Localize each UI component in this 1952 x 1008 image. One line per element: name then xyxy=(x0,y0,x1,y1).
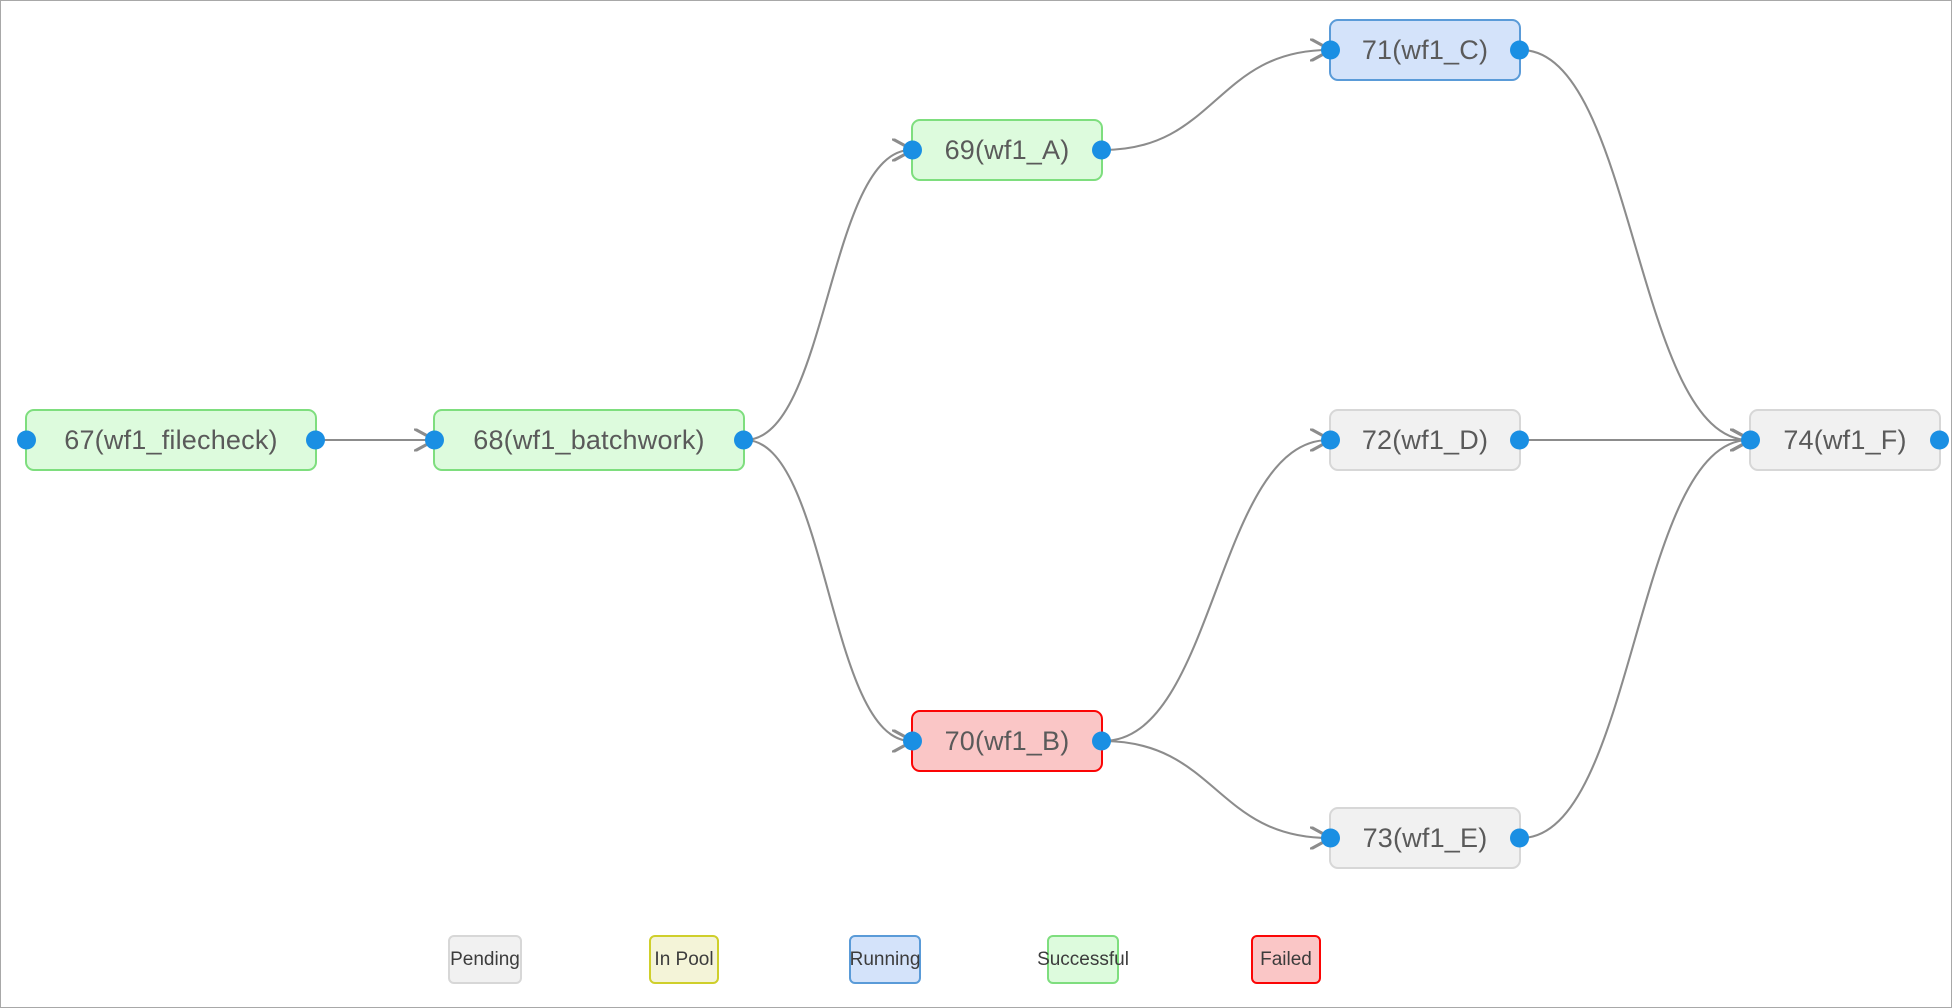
node-74-label: 74(wf1_F) xyxy=(1783,424,1907,455)
edge-71-to-74[interactable] xyxy=(1520,48,1749,440)
legend-item-failed: Failed xyxy=(1251,935,1321,984)
node-69-target-handle[interactable] xyxy=(903,140,922,160)
node-68-label: 68(wf1_batchwork) xyxy=(473,424,705,455)
node-73-label: 73(wf1_E) xyxy=(1362,822,1488,853)
legend-item-inpool-label: In Pool xyxy=(654,948,714,970)
node-74[interactable]: 74(wf1_F) xyxy=(1741,409,1949,471)
node-71[interactable]: 71(wf1_C) xyxy=(1321,19,1529,81)
node-71-label: 71(wf1_C) xyxy=(1361,34,1489,65)
node-70[interactable]: 70(wf1_B) xyxy=(903,710,1111,772)
legend-item-successful-label: Successful xyxy=(1037,948,1129,970)
node-72-label: 72(wf1_D) xyxy=(1361,424,1489,455)
node-72[interactable]: 72(wf1_D) xyxy=(1321,409,1529,471)
node-71-source-handle[interactable] xyxy=(1510,40,1529,60)
node-70-target-handle[interactable] xyxy=(903,731,922,751)
node-68-source-handle[interactable] xyxy=(734,430,753,450)
node-67[interactable]: 67(wf1_filecheck) xyxy=(17,409,325,471)
edge-70-to-72[interactable] xyxy=(1102,440,1329,743)
legend-item-pending: Pending xyxy=(448,935,522,984)
node-68-target-handle[interactable] xyxy=(425,430,444,450)
legend-item-successful: Successful xyxy=(1037,935,1129,984)
edge-70-to-73[interactable] xyxy=(1102,739,1329,838)
edge-68-to-70[interactable] xyxy=(744,438,911,741)
node-71-target-handle[interactable] xyxy=(1321,40,1340,60)
node-72-source-handle[interactable] xyxy=(1510,430,1529,450)
legend-item-running: Running xyxy=(849,935,921,984)
node-69-source-handle[interactable] xyxy=(1092,140,1111,160)
node-69[interactable]: 69(wf1_A) xyxy=(903,119,1111,181)
edge-73-to-74[interactable] xyxy=(1520,440,1749,840)
node-69-label: 69(wf1_A) xyxy=(944,134,1070,165)
status-legend: Pending In Pool Running Successful Failed xyxy=(1,931,1951,1001)
legend-item-failed-label: Failed xyxy=(1260,948,1312,970)
node-73-target-handle[interactable] xyxy=(1321,828,1340,848)
node-67-label: 67(wf1_filecheck) xyxy=(64,424,278,455)
node-74-source-handle[interactable] xyxy=(1930,430,1949,450)
node-74-target-handle[interactable] xyxy=(1741,430,1760,450)
node-73[interactable]: 73(wf1_E) xyxy=(1321,807,1529,869)
legend-item-running-label: Running xyxy=(849,948,921,970)
node-67-source-handle[interactable] xyxy=(306,430,325,450)
edge-68-to-69[interactable] xyxy=(744,150,911,442)
node-70-label: 70(wf1_B) xyxy=(944,725,1070,756)
node-70-source-handle[interactable] xyxy=(1092,731,1111,751)
edge-69-to-71[interactable] xyxy=(1102,50,1329,152)
node-73-source-handle[interactable] xyxy=(1510,828,1529,848)
node-72-target-handle[interactable] xyxy=(1321,430,1340,450)
node-67-target-handle[interactable] xyxy=(17,430,36,450)
legend-item-pending-label: Pending xyxy=(450,948,520,970)
node-68[interactable]: 68(wf1_batchwork) xyxy=(425,409,753,471)
legend-item-inpool: In Pool xyxy=(649,935,719,984)
